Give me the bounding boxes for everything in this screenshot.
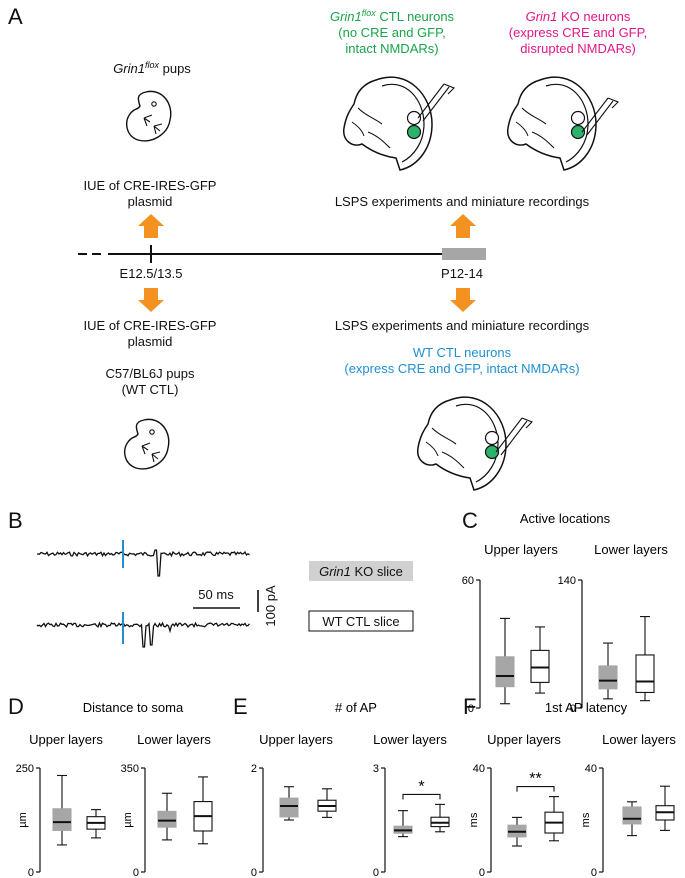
neuron-gfp [484,444,500,460]
panel-label-c: C [462,508,478,533]
group-label: Lower layers [137,732,211,747]
lsps-top-label: LSPS experiments and miniature recording… [335,194,590,209]
y-tick-label: 40 [473,763,485,775]
iue-top-line2: plasmid [128,194,173,209]
chart-title: 1st AP latency [545,700,628,715]
panel-label-f: F [463,694,476,719]
box-wt [530,649,550,683]
flox-embryo-icon [126,90,172,142]
y-tick-label: 350 [121,763,139,775]
trace-ko [37,549,250,577]
y-axis-label: µm [122,812,134,828]
group-label: Upper layers [259,732,333,747]
legend-ko-box [309,561,413,581]
neuron-unlabeled [406,110,422,126]
iue-bottom-line1: IUE of CRE-IRES-GFP [84,318,217,333]
lsps-bottom-label: LSPS experiments and miniature recording… [335,318,590,333]
neuron-gfp [570,124,586,140]
group-label: Lower layers [594,542,668,557]
svg-text:disrupted NMDARs): disrupted NMDARs) [520,41,636,56]
y-tick-label: 0 [28,867,34,878]
y-tick-label: 0 [591,867,597,878]
arrow-down-icon [450,288,476,312]
significance-bracket [402,793,441,800]
box-ko [52,808,72,831]
group-label: Lower layers [602,732,676,747]
group-label: Upper layers [487,732,561,747]
significance-label: ** [529,771,541,788]
svg-text:Grin1 KO neurons: Grin1 KO neurons [526,9,631,24]
neuron-unlabeled [570,110,586,126]
svg-text:intact NMDARs): intact NMDARs) [345,41,438,56]
y-axis-label: ms [468,812,480,827]
box-ko [157,810,177,828]
group-label: Upper layers [484,542,558,557]
box-ko [622,806,642,825]
y-tick-label: 0 [251,867,257,878]
arrow-up-icon [450,214,476,238]
scale-time-label: 50 ms [198,587,234,602]
chart-title: # of AP [335,700,377,715]
y-tick-label: 140 [558,575,576,587]
y-tick-label: 0 [570,703,576,715]
scale-current-label: 100 pA [263,585,278,627]
svg-text:(no CRE and GFP,: (no CRE and GFP, [338,25,445,40]
wt-pups-line2: (WT CTL) [122,382,179,397]
y-tick-label: 0 [373,867,379,878]
y-tick-label: 0 [468,703,474,715]
legend-ko-label: Grin1 KO slice [319,564,403,579]
legend-wt-box [308,610,414,632]
chart-title: Active locations [520,511,611,526]
flox-ctl-label: Grin1flox CTL neurons (no CRE and GFP, i… [330,8,455,56]
flox-pups-label: Grin1flox pups [113,60,191,76]
panel-label-d: D [8,694,24,719]
svg-text:(express CRE and GFP,: (express CRE and GFP, [509,25,647,40]
group-label: Lower layers [373,732,447,747]
panel-label-b: B [8,508,23,533]
y-tick-label: 2 [251,763,257,775]
significance-bracket [516,786,555,792]
group-label: Upper layers [29,732,103,747]
ko-neurons-label: Grin1 KO neurons (express CRE and GFP, d… [509,9,647,56]
box-wt [635,654,655,694]
recording-window-bar [442,248,486,260]
wt-ctl-line2: (express CRE and GFP, intact NMDARs) [344,361,579,376]
brain-slice-ko [506,76,619,171]
neuron-unlabeled [484,430,500,446]
y-tick-label: 40 [585,763,597,775]
arrow-up-icon [138,214,164,238]
panel-label-a: A [8,4,23,29]
panel-label-e: E [233,694,248,719]
timeline-left-label: E12.5/13.5 [120,266,183,281]
timeline [78,245,486,263]
wt-embryo-icon [124,418,170,470]
wt-ctl-line1: WT CTL neurons [413,345,512,360]
box-ko [495,656,515,688]
box-ko [279,797,299,818]
iue-top-line1: IUE of CRE-IRES-GFP [84,178,217,193]
box-ko [598,665,618,690]
y-axis-label: ms [580,812,592,827]
brain-slice-wt [416,396,533,491]
y-tick-label: 250 [16,763,34,775]
y-tick-label: 0 [479,867,485,878]
legend-wt-label: WT CTL slice [322,614,399,629]
arrow-down-icon [138,288,164,312]
svg-text:Grin1flox CTL neurons: Grin1flox CTL neurons [330,8,455,24]
chart-title: Distance to soma [83,700,184,715]
y-axis-label: µm [17,812,29,828]
wt-pups-line1: C57/BL6J pups [106,366,195,381]
timeline-right-label: P12-14 [441,266,483,281]
significance-label: * [418,778,424,795]
y-tick-label: 3 [373,763,379,775]
trace-wt [36,621,250,648]
brain-slice-flox [342,76,455,171]
y-tick-label: 0 [133,867,139,878]
neuron-gfp [406,124,422,140]
iue-bottom-line2: plasmid [128,334,173,349]
y-tick-label: 60 [462,575,474,587]
